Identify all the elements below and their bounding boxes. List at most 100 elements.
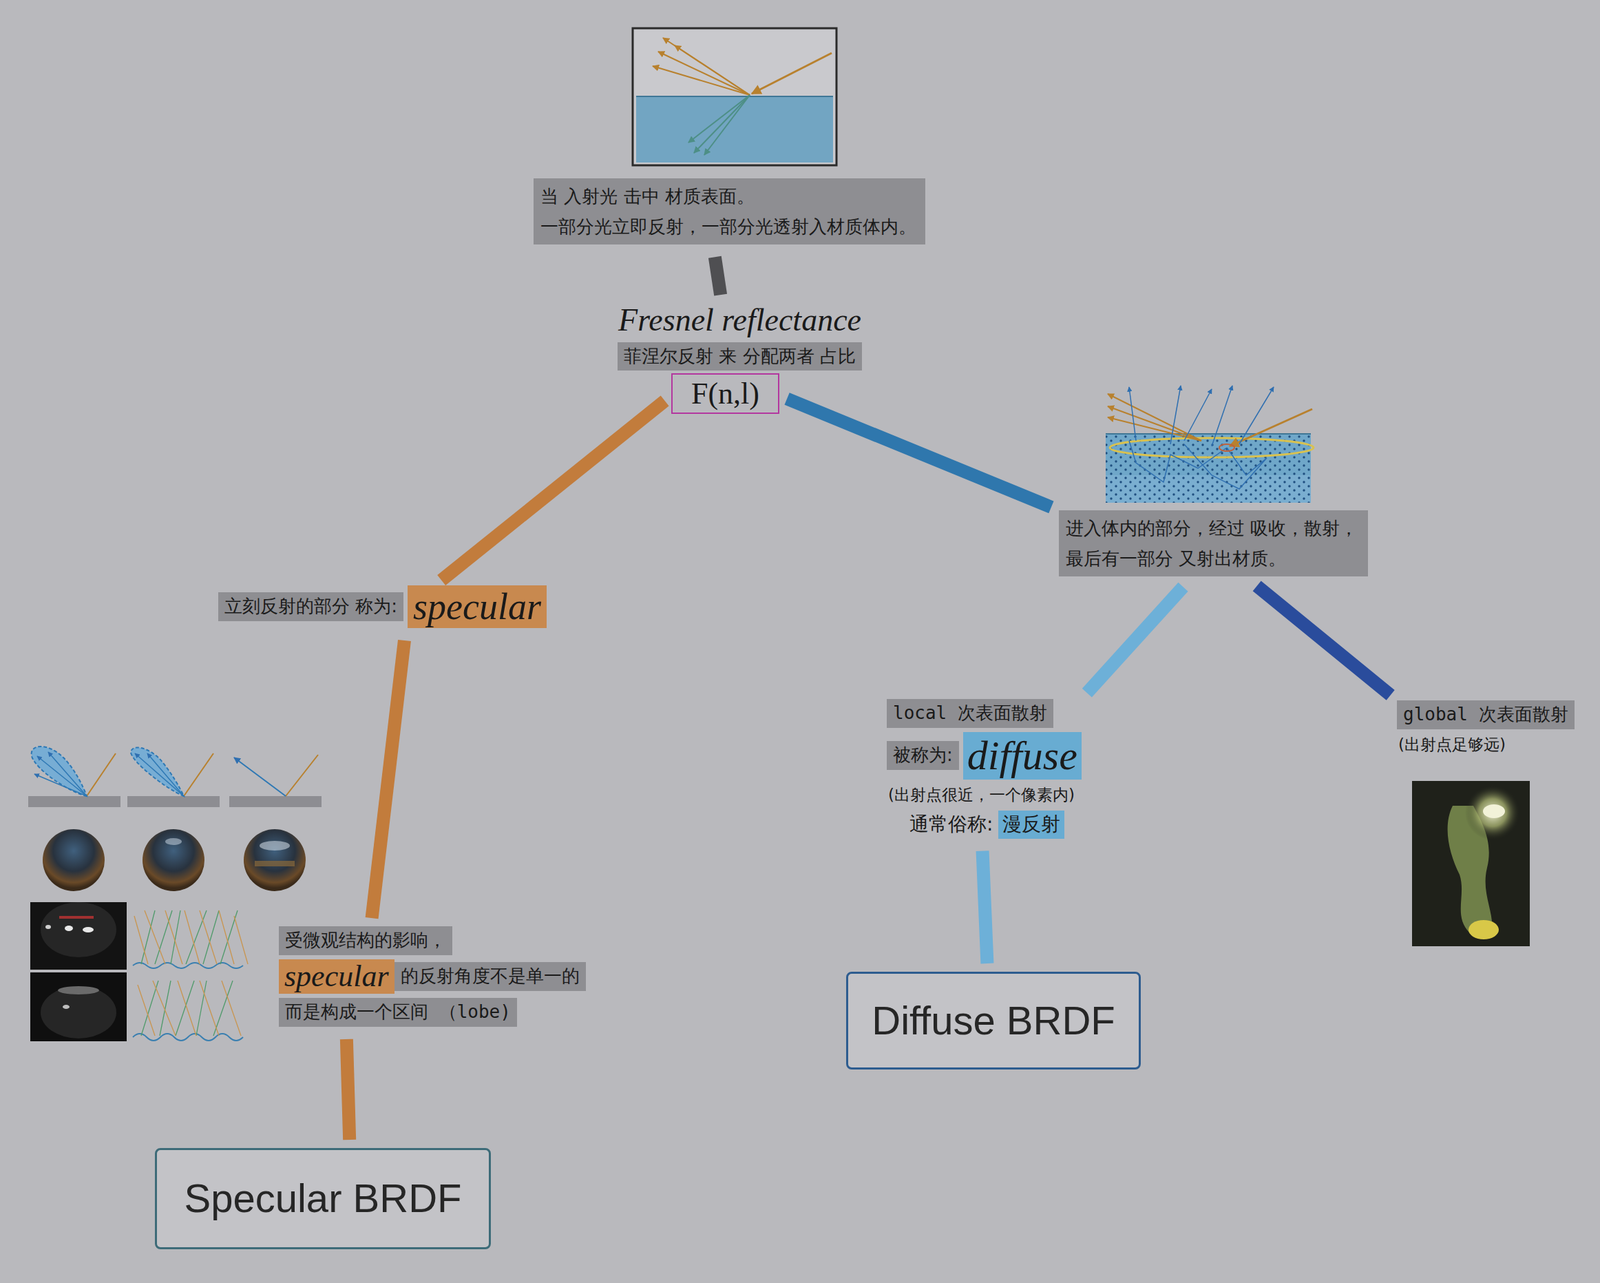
formula-box: F(n,l) <box>671 373 780 418</box>
illus-line <box>199 980 219 1036</box>
text-row: 被称为:diffuse <box>886 731 1082 780</box>
illus-line <box>234 757 286 796</box>
connector-line <box>346 1038 350 1140</box>
illus-rect <box>28 795 121 807</box>
illus-rect <box>30 972 127 1041</box>
illus-line <box>1211 385 1233 447</box>
illus-line <box>221 980 241 1036</box>
illus-line <box>34 773 87 796</box>
sphere-figures <box>42 828 306 891</box>
label-text: (出射点足够远) <box>1396 733 1508 756</box>
illus-line <box>170 910 181 964</box>
label-text: 受微观结构的影响， <box>278 925 453 955</box>
illus-line <box>652 66 750 96</box>
lobe-note: 受微观结构的影响， specular的反射角度不是单一的而是构成一个区间 （lob… <box>278 925 586 1031</box>
connector <box>1257 585 1391 695</box>
fresnel-group: Fresnel reflectance菲涅尔反射 来 分配两者 占比 <box>601 302 878 375</box>
connector-line <box>982 850 988 964</box>
illus-rect <box>632 28 837 166</box>
illus-line <box>37 755 87 796</box>
label-text: 立刻反射的部分 称为: <box>218 592 404 621</box>
photo-figures <box>30 901 127 1041</box>
text-row: 当 入射光 击中 材质表面。 一部分光立即反射，一部分光透射入材质体内。 <box>533 178 926 245</box>
illus-ellipse <box>165 837 182 845</box>
illus-line <box>48 751 87 796</box>
text-row: 立刻反射的部分 称为:specular <box>218 585 547 628</box>
text-row: 受微观结构的影响， <box>278 925 453 955</box>
connector <box>346 1038 350 1140</box>
brdf-box: Diffuse BRDF <box>846 971 1141 1070</box>
label-text: 通常俗称: <box>908 810 995 839</box>
illus-ellipse <box>40 901 117 957</box>
text-row: global 次表面散射 <box>1396 700 1575 730</box>
illus-path <box>31 746 87 796</box>
illus-line <box>165 910 183 964</box>
illus-line <box>674 45 750 96</box>
illus-line <box>177 980 197 1036</box>
connector-line <box>714 256 721 295</box>
illus-line <box>159 980 171 1036</box>
connector <box>714 256 721 295</box>
illus-line <box>196 980 207 1036</box>
text-row: 而是构成一个区间 （lobe) <box>278 997 518 1027</box>
illus-rect <box>1412 780 1530 946</box>
text-box: 进入体内的部分，经过 吸收，散射， 最后有一部分 又射出材质。 <box>1058 510 1368 581</box>
illus-line <box>183 753 214 796</box>
label-text: 菲涅尔反射 来 分配两者 占比 <box>617 342 862 372</box>
connector-line <box>786 398 1052 507</box>
label-text: diffuse <box>963 731 1082 780</box>
connector-line <box>371 640 405 918</box>
text-row: Diffuse BRDF <box>871 991 1115 1050</box>
illus-circle <box>142 828 205 891</box>
connector-line <box>1087 586 1184 693</box>
illus-circle <box>1465 784 1521 840</box>
label-text: Fresnel reflectance <box>615 302 865 339</box>
connector <box>982 850 988 964</box>
label-text: 而是构成一个区间 （lobe) <box>278 997 518 1027</box>
illus-line <box>1184 388 1212 441</box>
illus-line <box>203 910 219 964</box>
illus-line <box>199 910 217 964</box>
label-text: 漫反射 <box>998 810 1065 839</box>
text-row: specular的反射角度不是单一的 <box>278 959 586 995</box>
illus-path <box>132 1033 244 1041</box>
connector <box>371 640 405 918</box>
illus-line <box>137 984 155 1036</box>
illus-ellipse <box>259 840 290 851</box>
illus-circle <box>243 828 306 891</box>
illus-rect <box>59 915 94 919</box>
text-row: 通常俗称:漫反射 <box>886 810 1065 839</box>
text-row: F(n,l) <box>671 373 780 414</box>
global-group: global 次表面散射 (出射点足够远) <box>1396 700 1575 761</box>
label-text: local 次表面散射 <box>886 698 1054 728</box>
illus-line <box>285 754 319 796</box>
text-row: Specular BRDF <box>184 1169 462 1227</box>
illus-ellipse <box>1482 804 1505 818</box>
illus-line <box>152 980 176 1036</box>
illus-line <box>175 980 195 1036</box>
illus-ellipse <box>1219 444 1235 451</box>
label-text: specular <box>407 585 547 628</box>
connector <box>441 400 665 580</box>
illus-rect <box>1105 433 1311 503</box>
illus-line <box>1105 433 1311 435</box>
illus-line <box>147 753 184 796</box>
text-row: (出射点足够远) <box>1396 733 1508 756</box>
illus-line <box>1229 408 1313 447</box>
illus-line <box>218 910 235 964</box>
illus-line <box>86 753 116 796</box>
label-text: 进入体内的部分，经过 吸收，散射， 最后有一部分 又射出材质。 <box>1058 510 1368 577</box>
label-text: F(n,l) <box>671 373 780 414</box>
text-row: 进入体内的部分，经过 吸收，散射， 最后有一部分 又射出材质。 <box>1058 510 1368 577</box>
illus-line <box>234 915 248 964</box>
illus-line <box>662 37 750 96</box>
illus-line <box>1239 386 1274 445</box>
label-text: Specular BRDF <box>184 1169 462 1227</box>
illus-ellipse <box>82 926 94 933</box>
illus-line <box>134 753 184 796</box>
illus-line <box>1129 386 1136 441</box>
illus-line <box>144 910 166 964</box>
illus-rect <box>127 795 220 807</box>
